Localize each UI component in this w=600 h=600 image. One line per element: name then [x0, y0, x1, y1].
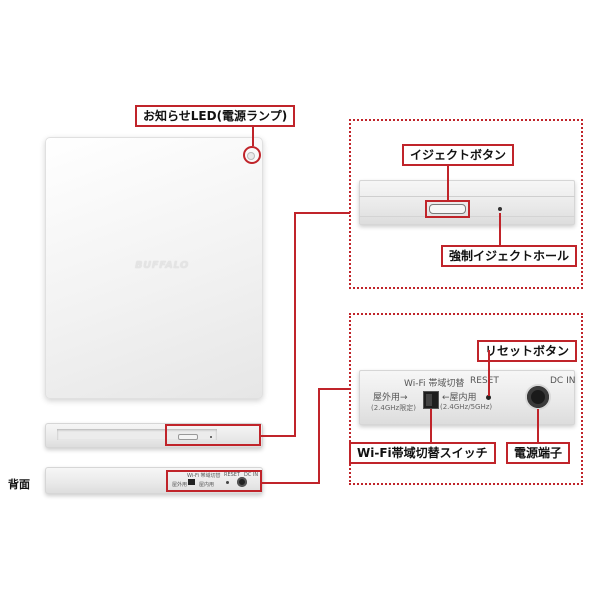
- band-switch-knob: [426, 394, 432, 406]
- device-front-view: [45, 423, 263, 448]
- indoor-band-text: (2.4GHz/5GHz): [440, 403, 493, 411]
- disc-slot: [57, 429, 217, 440]
- device-top-view: BUFFALO: [45, 137, 263, 399]
- eject-button-callout: イジェクトボタン: [402, 144, 515, 166]
- force-eject-leader: [499, 213, 501, 245]
- back-small-outdoor: 屋外用: [172, 482, 188, 488]
- back-leader-h2: [318, 388, 350, 390]
- front-eject-hole-small: [210, 436, 212, 438]
- force-eject-callout: 強制イジェクトホール: [441, 245, 578, 267]
- front-highlight-box: [165, 424, 261, 446]
- dcin-text: DC IN: [550, 376, 576, 386]
- wifi-switch-leader: [430, 409, 432, 442]
- power-port-callout: 電源端子: [506, 442, 571, 464]
- dc-port: [527, 386, 549, 408]
- back-small-reset: RESET: [224, 472, 241, 478]
- eject-leader: [447, 163, 449, 200]
- front-leader-v: [294, 212, 296, 437]
- reset-leader-h: [488, 350, 490, 396]
- switch-title-text: Wi-Fi 帯域切替: [404, 379, 465, 389]
- back-small-reset-hole: [226, 481, 229, 484]
- reset-text: RESET: [470, 376, 499, 386]
- front-zoom-box: [349, 119, 583, 289]
- back-small-dc-port: [237, 477, 247, 487]
- outdoor-text: 屋外用→: [373, 393, 408, 403]
- front-eject-button-small: [178, 434, 198, 440]
- brand-logo: BUFFALO: [135, 260, 189, 271]
- back-leader-h1: [262, 482, 319, 484]
- wifi-switch-callout: Wi-Fi帯域切替スイッチ: [349, 442, 496, 464]
- back-leader-v: [318, 388, 320, 484]
- zoom-eject-button-ring: [425, 200, 470, 218]
- led-leader-line: [252, 126, 254, 146]
- indoor-text: ←屋内用: [442, 393, 477, 403]
- front-leader-h2: [294, 212, 350, 214]
- back-small-switch: [188, 479, 195, 485]
- zoom-eject-button: [429, 204, 466, 214]
- led-highlight-circle: [243, 146, 261, 164]
- back-zoom-box: [349, 313, 583, 485]
- front-leader-h1: [261, 435, 295, 437]
- zoom-force-eject-hole: [498, 207, 502, 211]
- led-callout: お知らせLED(電源ランプ): [135, 105, 296, 127]
- back-label: 背面: [8, 478, 30, 491]
- back-small-indoor: 屋内用: [199, 482, 215, 488]
- back-small-switch-title: Wi-Fi 帯域切替: [187, 473, 221, 479]
- outdoor-band-text: (2.4GHz限定): [371, 404, 416, 412]
- reset-hole: [486, 395, 491, 400]
- power-port-leader: [537, 409, 539, 442]
- back-highlight-box: [166, 470, 262, 492]
- reset-button-callout: リセットボタン: [477, 340, 578, 362]
- back-small-dcin: DC IN: [244, 472, 259, 478]
